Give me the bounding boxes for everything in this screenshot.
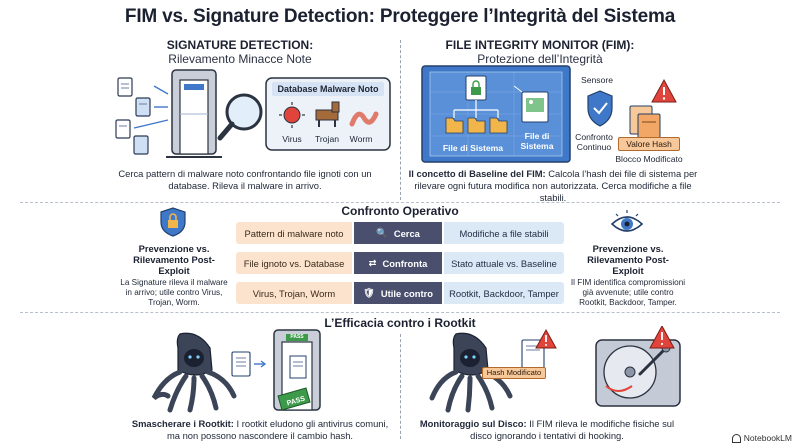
- fim-illustration: [421, 65, 677, 163]
- right-side-heading: Prevenzione vs. Rilevamento Post-Exploit: [587, 243, 669, 276]
- hash-modified-badge: Hash Modificato: [482, 367, 546, 379]
- rootkit-left-caption: Smascherare i Rootkit: I rootkit eludono…: [130, 418, 390, 442]
- signature-caption: Cerca pattern di malware noto confrontan…: [118, 168, 372, 191]
- rootkit-right-caption-bold: Monitoraggio sul Disco:: [419, 418, 527, 429]
- right-side-text: Il FIM identifica compromissioni già avv…: [570, 278, 686, 307]
- fim-caption-text: Calcola l’hash dei file di sistema per r…: [414, 168, 698, 203]
- row-2-right: Stato attuale vs. Baseline: [444, 252, 564, 274]
- vertical-divider-top: [400, 40, 401, 200]
- gate-pass-sign: PASS: [290, 334, 304, 340]
- eye-icon: [610, 210, 644, 232]
- search-icon: 🔍: [376, 227, 388, 238]
- comparison-heading: Confronto Operativo: [341, 204, 459, 218]
- page-title: FIM vs. Signature Detection: Proteggere …: [124, 6, 676, 27]
- threat-trojan: Trojan: [314, 134, 340, 144]
- rootkit-left-caption-text: I rootkit eludono gli antivirus comuni, …: [166, 418, 389, 441]
- fim-subheading: Protezione dell’Integrità: [477, 52, 603, 66]
- fim-caption-bold: Il concetto di Baseline del FIM:: [408, 168, 546, 179]
- blueprint-icon: [421, 65, 571, 163]
- signature-subheading: Rilevamento Minacce Note: [168, 52, 312, 66]
- swap-arrows-icon: ⇄: [368, 257, 377, 268]
- row-1-mid-label: Cerca: [393, 227, 420, 239]
- signature-illustration: [115, 69, 391, 158]
- document-icon: [231, 351, 267, 377]
- worm-icon: [349, 111, 379, 127]
- left-side-heading: Prevenzione vs. Rilevamento Post-Exploit: [133, 243, 215, 276]
- system-files-label-left: File di Sistema: [442, 143, 504, 153]
- fim-heading: FILE INTEGRITY MONITOR (FIM):: [445, 38, 635, 52]
- malware-database-box: [265, 77, 391, 151]
- modified-file-icon: [629, 105, 661, 143]
- rootkit-left-illustration: [151, 329, 321, 413]
- trojan-horse-icon: [315, 101, 340, 127]
- incoming-files-icon: [115, 77, 169, 155]
- rootkit-right-illustration: [429, 326, 681, 413]
- row-2-mid: ⇄ Confronta: [354, 252, 442, 274]
- sensor-label: Sensore: [580, 75, 613, 85]
- brand-watermark: NotebookLM: [731, 433, 792, 443]
- continuous-compare-label: Confronto Continuo: [575, 132, 613, 152]
- database-label: Database Malware Noto: [277, 84, 379, 94]
- scanner-gate-icon: [166, 69, 222, 158]
- row-1-mid: 🔍 Cerca: [354, 222, 442, 244]
- blocked-modified-label: Blocco Modificato: [615, 154, 683, 164]
- horizontal-divider-2: [20, 312, 780, 313]
- pass-gate-icon: [273, 329, 321, 411]
- threat-virus: Virus: [282, 134, 302, 144]
- row-3-mid-label: Utile contro: [380, 287, 433, 299]
- row-2-mid-label: Confronta: [382, 257, 428, 269]
- rootkit-heading: L’Efficacia contro i Rootkit: [324, 316, 476, 330]
- rootkit-right-caption-text: Il FIM rileva le modifiche fisiche sul d…: [470, 418, 675, 441]
- warning-triangle-icon-disk: [649, 326, 675, 349]
- fim-caption: Il concetto di Baseline del FIM: Calcola…: [408, 168, 698, 204]
- row-1-right: Modifiche a file stabili: [444, 222, 564, 244]
- magnifier-icon: [217, 93, 263, 141]
- row-3-right: Rootkit, Backdoor, Tamper: [444, 282, 564, 304]
- lock-shield-icon: [160, 207, 186, 237]
- system-files-label-right: File di Sistema: [520, 131, 554, 151]
- row-3-mid: 🛡 Utile contro: [354, 282, 442, 304]
- rootkit-right-caption: Monitoraggio sul Disco: Il FIM rileva le…: [412, 418, 682, 442]
- file-with-warning-icon: [521, 328, 557, 369]
- horizontal-divider-1: [20, 202, 780, 203]
- vertical-divider-bottom: [400, 334, 401, 439]
- shield-icon: 🛡: [363, 287, 375, 298]
- hooded-octopus-icon: [151, 332, 237, 413]
- row-2-left: File ignoto vs. Database: [236, 252, 352, 274]
- row-1-left: Pattern di malware noto: [236, 222, 352, 244]
- brand-label: NotebookLM: [743, 433, 792, 443]
- hooded-octopus-icon-right: [429, 332, 513, 413]
- shield-check-icon: [587, 90, 613, 127]
- row-3-left: Virus, Trojan, Worm: [236, 282, 352, 304]
- hard-disk-icon: [595, 339, 681, 407]
- hash-value-box: Valore Hash: [618, 137, 680, 151]
- notebooklm-logo-icon: [731, 433, 741, 443]
- signature-heading: SIGNATURE DETECTION:: [166, 38, 314, 52]
- virus-icon: [279, 102, 305, 128]
- warning-triangle-icon: [651, 78, 677, 103]
- rootkit-left-caption-bold: Smascherare i Rootkit:: [131, 418, 234, 429]
- left-side-text: La Signature rileva il malware in arrivo…: [120, 278, 228, 307]
- threat-worm: Worm: [349, 134, 373, 144]
